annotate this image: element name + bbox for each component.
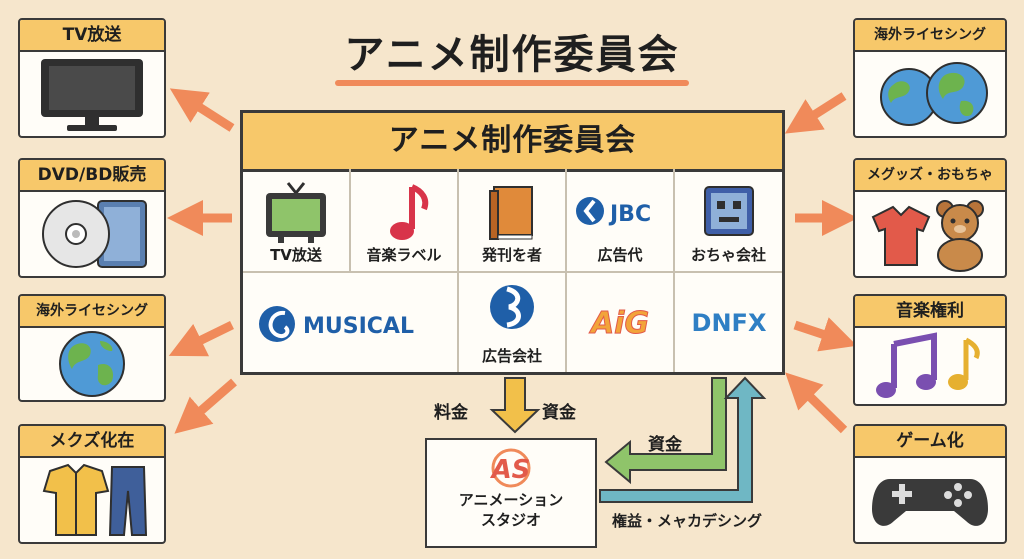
member-label: 音楽ラベル <box>366 246 442 264</box>
member-ad-company: 広告会社 <box>459 273 567 372</box>
music-notes-icon <box>876 332 980 398</box>
studio-name-line2: スタジオ <box>480 511 541 529</box>
aig-logo-text: AiG <box>589 306 649 341</box>
arrow-from-overseas-right <box>784 92 847 134</box>
arrow-to-overseas-left <box>168 320 234 357</box>
member-label: 広告会社 <box>481 347 542 365</box>
card-title: メクズ化在 <box>20 426 164 458</box>
aig-logo-icon: AiG <box>588 306 649 342</box>
arrow-capital-studio <box>604 377 727 485</box>
committee-header: アニメ制作委員会 <box>243 113 782 172</box>
card-title: 音楽権利 <box>855 296 1005 328</box>
tv-icon <box>266 182 326 243</box>
studio-logo-text: AS <box>490 455 531 485</box>
musical-logo-text: MUSICAL <box>303 314 414 339</box>
jbc-logo-icon: JBC <box>576 197 651 227</box>
musical-logo-icon: MUSICAL <box>259 306 414 342</box>
member-dnfx: DNFX <box>675 273 782 372</box>
card-merch-left: メクズ化在 <box>18 424 166 544</box>
card-title: 海外ライセシング <box>20 296 164 328</box>
studio-name-line1: アニメーション <box>458 491 564 509</box>
member-label: 広告代 <box>597 246 643 264</box>
arrow-from-game <box>785 372 848 434</box>
member-toy-company: おちゃ会社 <box>675 169 782 273</box>
arrow-to-music-rights <box>793 317 858 352</box>
flow-label-capital: 資金 <box>542 403 576 423</box>
dnfx-logo-text: DNFX <box>691 309 766 337</box>
arrow-to-merch-left <box>174 378 237 434</box>
card-goods-toys: メグッズ・おもちゃ <box>853 158 1007 278</box>
tv-icon <box>41 59 143 131</box>
flow-label-rights: 権益・メャカデシング <box>612 512 763 530</box>
member-music-label: 音楽ラベル <box>351 169 459 273</box>
toys-icon <box>871 200 984 272</box>
member-aig: AiG <box>567 273 675 372</box>
arrow-to-tv <box>169 88 235 132</box>
clothes-icon <box>42 463 148 536</box>
card-title: TV放送 <box>20 20 164 52</box>
member-musical: MUSICAL <box>243 273 459 372</box>
disc-icon <box>42 200 147 268</box>
studio-logo-icon: AS <box>490 448 531 488</box>
committee-box: アニメ制作委員会 TV放送 音楽ラベル 発刊を者 <box>240 110 785 375</box>
member-tv: TV放送 <box>243 169 351 273</box>
card-game: ゲーム化 <box>853 424 1007 544</box>
gamepad-icon <box>872 479 988 526</box>
card-tv-broadcast: TV放送 <box>18 18 166 138</box>
page-title: アニメ制作委員会 <box>344 32 680 78</box>
arrow-fee-capital <box>489 377 541 434</box>
card-dvd-bd: DVD/BD販売 <box>18 158 166 278</box>
jbc-logo-text: JBC <box>608 202 651 227</box>
card-overseas-right: 海外ライセシング <box>853 18 1007 138</box>
member-publisher: 発刊を者 <box>459 169 567 273</box>
card-title: メグッズ・おもちゃ <box>855 160 1005 192</box>
flow-label-capital-studio: 資金 <box>648 435 682 455</box>
animation-studio-box: AS アニメーション スタジオ <box>425 438 597 548</box>
agency-logo-icon <box>490 285 534 329</box>
card-title: ゲーム化 <box>855 426 1005 458</box>
globe-icon <box>59 331 125 397</box>
book-icon <box>489 186 533 240</box>
member-ad-agency-jbc: JBC 広告代 <box>567 169 675 273</box>
member-label: おちゃ会社 <box>690 246 766 264</box>
arrow-rights <box>599 376 767 503</box>
dnfx-logo-icon: DNFX <box>691 309 766 337</box>
flow-label-fee: 料金 <box>434 403 468 423</box>
title-underline <box>335 80 689 86</box>
globe-icon <box>880 62 988 126</box>
music-note-icon <box>390 184 429 240</box>
member-label: 発刊を者 <box>481 246 542 264</box>
card-music-rights: 音楽権利 <box>853 294 1007 406</box>
card-overseas-left: 海外ライセシング <box>18 294 166 402</box>
robot-toy-icon <box>703 186 754 236</box>
member-label: TV放送 <box>270 246 322 264</box>
card-title: 海外ライセシング <box>855 20 1005 52</box>
card-title: DVD/BD販売 <box>20 160 164 192</box>
